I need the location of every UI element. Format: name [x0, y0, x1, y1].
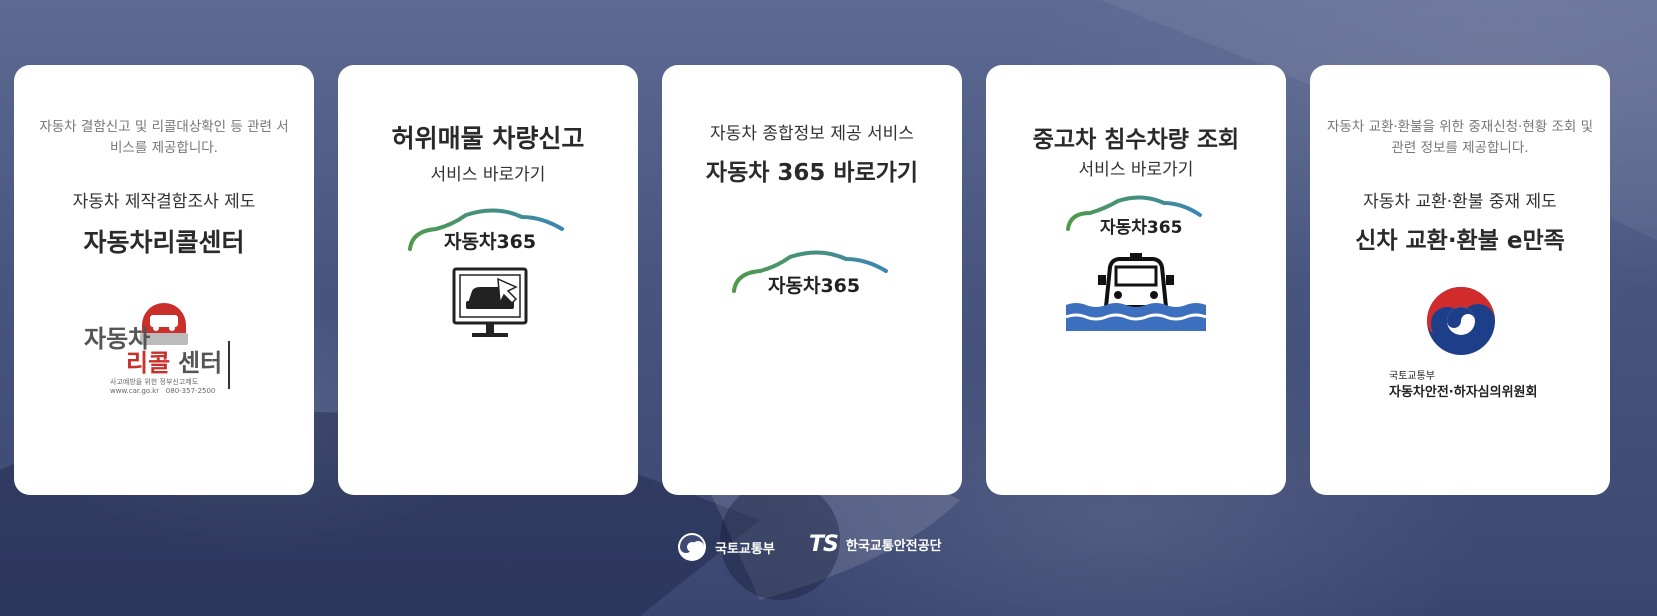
logo-small-text: www.car.go.kr 080-357-2500	[110, 387, 216, 395]
footer: 국토교통부 TS 한국교통안전공단	[0, 532, 1657, 572]
card-subtitle: 서비스 바로가기	[430, 165, 546, 185]
monitor-car-icon	[452, 267, 528, 337]
card-title: 자동차 365 바로가기	[705, 160, 919, 186]
card-recall-center[interactable]: 자동차 결함신고 및 리콜대상확인 등 관련 서비스를 제공합니다. 자동차 제…	[14, 65, 314, 495]
logo-text: 자동차	[84, 325, 151, 353]
car365-logo: 자동차365	[1066, 195, 1206, 335]
card-subtitle: 자동차 제작결함조사 제도	[72, 192, 256, 212]
molit-footer-logo: 국토교통부	[677, 532, 775, 562]
car365-logo: 자동차365	[730, 247, 894, 307]
ts-footer-text: 한국교통안전공단	[845, 539, 942, 554]
card-title: 중고차 침수차량 조회	[1032, 127, 1240, 153]
ts-footer-logo: TS 한국교통안전공단	[809, 532, 942, 557]
org-name-text: 자동차안전·하자심의위원회	[1389, 385, 1538, 400]
org-small-text: 국토교통부	[1389, 371, 1435, 382]
taegeuk-emblem-icon	[678, 533, 706, 561]
taegeuk-emblem-icon	[1427, 287, 1495, 355]
card-new-car-refund[interactable]: 자동차 교환·환불을 위한 중재신청·현황 조회 및 관련 정보를 제공합니다.…	[1310, 65, 1610, 495]
card-subtitle: 서비스 바로가기	[1078, 160, 1194, 180]
car365-logo: 자동차365	[406, 205, 570, 337]
logo-text: 자동차365	[1100, 218, 1183, 238]
recall-center-logo: 자동차 리콜 센터 사고예방을 위한 정부신고제도 www.car.go.kr …	[84, 297, 244, 407]
flooded-car-icon	[1066, 253, 1206, 331]
molit-footer-text: 국토교통부	[715, 541, 775, 557]
card-flooded-car-lookup[interactable]: 중고차 침수차량 조회 서비스 바로가기 자동차365	[986, 65, 1286, 495]
card-subtitle: 자동차 교환·환불 중재 제도	[1363, 192, 1557, 212]
logo-text: 리콜	[126, 349, 171, 377]
logo-text: 자동차365	[444, 231, 537, 253]
card-false-listing-report[interactable]: 허위매물 차량신고 서비스 바로가기 자동차365	[338, 65, 638, 495]
card-title: 신차 교환·환불 e만족	[1355, 228, 1565, 254]
card-title: 허위매물 차량신고	[391, 124, 585, 153]
logo-text: 자동차365	[768, 275, 861, 297]
card-title: 자동차리콜센터	[83, 228, 245, 257]
card-description: 자동차 종합정보 제공 서비스	[710, 124, 914, 144]
card-description: 자동차 교환·환불을 위한 중재신청·현황 조회 및 관련 정보를 제공합니다.	[1326, 119, 1594, 156]
card-car365[interactable]: 자동차 종합정보 제공 서비스 자동차 365 바로가기 자동차365	[662, 65, 962, 495]
logo-text: 센터	[178, 349, 223, 377]
molit-committee-logo: 국토교통부 자동차안전·하자심의위원회	[1375, 285, 1545, 400]
ts-mark: TS	[809, 532, 839, 557]
logo-small-text: 사고예방을 위한 정부신고제도	[110, 378, 199, 386]
card-description: 자동차 결함신고 및 리콜대상확인 등 관련 서비스를 제공합니다.	[39, 119, 289, 156]
